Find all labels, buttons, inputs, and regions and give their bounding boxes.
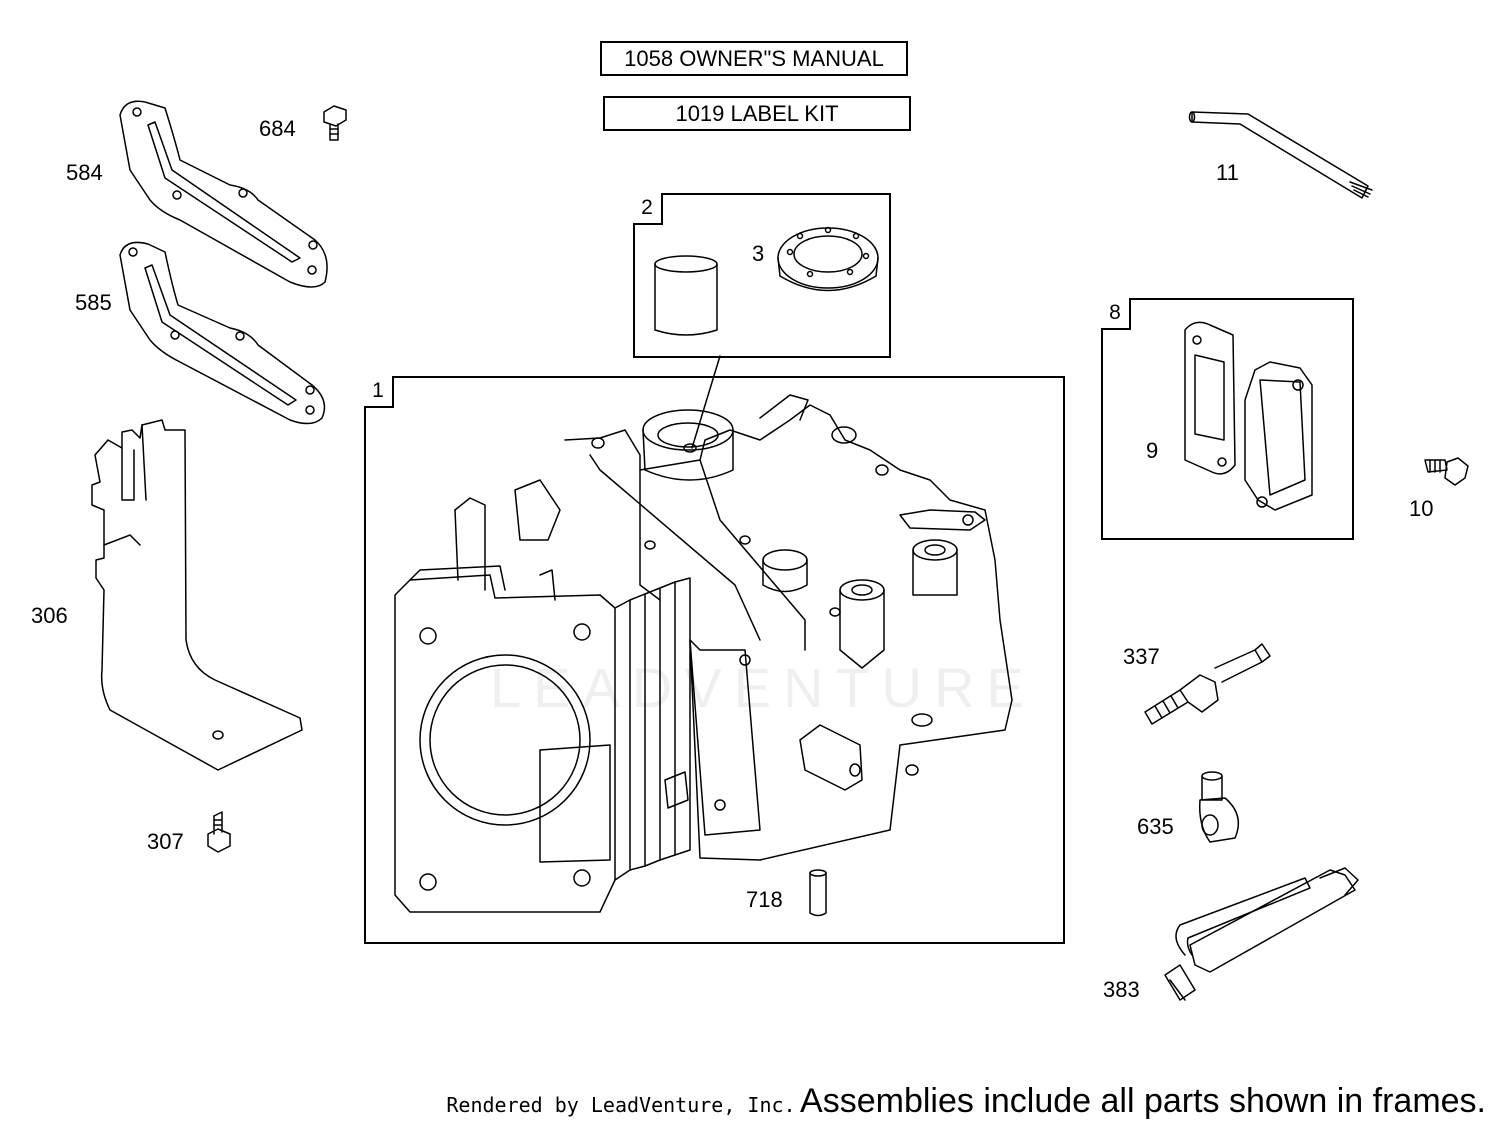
label-kit-label: 1019 LABEL KIT: [603, 96, 911, 131]
spark-plug-337-drawing: [1144, 643, 1271, 725]
frame-number-8: 8: [1101, 298, 1131, 330]
leader-line-frame-2: [691, 355, 721, 449]
frame-number-2: 2: [633, 193, 663, 225]
dipstick-383-drawing: [1164, 867, 1359, 1001]
callout-306[interactable]: 306: [31, 603, 68, 628]
dowel-pin-718-drawing: [809, 869, 827, 917]
footer: Rendered by LeadVenture, Inc. Assemblies…: [446, 1082, 1486, 1121]
callout-684[interactable]: 684: [259, 116, 296, 141]
gasket-584-drawing: [119, 100, 328, 288]
screw-10-drawing: [1424, 457, 1469, 486]
dipstick-tube-11-drawing: [1188, 111, 1373, 199]
fitting-635-drawing: [1198, 771, 1240, 843]
footer-assembly-note: Assemblies include all parts shown in fr…: [800, 1082, 1486, 1120]
callout-10[interactable]: 10: [1409, 496, 1434, 521]
callout-9[interactable]: 9: [1146, 438, 1159, 463]
callout-3[interactable]: 3: [752, 241, 765, 266]
shield-306-drawing: [91, 419, 303, 771]
assembly-frame-1: 1: [364, 376, 1065, 944]
callout-337[interactable]: 337: [1123, 644, 1160, 669]
callout-635[interactable]: 635: [1137, 814, 1174, 839]
callout-307[interactable]: 307: [147, 829, 184, 854]
watermark: LEADVENTURE: [490, 656, 1036, 719]
callout-11[interactable]: 11: [1216, 160, 1239, 185]
owners-manual-label: 1058 OWNER"S MANUAL: [600, 41, 908, 76]
cover-drawing: [1244, 361, 1313, 511]
assembly-frame-8: 8: [1101, 298, 1354, 540]
footer-rendered-by: Rendered by LeadVenture, Inc.: [446, 1093, 796, 1117]
callout-718[interactable]: 718: [746, 887, 783, 912]
callout-585[interactable]: 585: [75, 290, 112, 315]
seal-3-drawing: [777, 226, 879, 292]
bushing-drawing: [654, 255, 718, 336]
screw-684-drawing: [323, 105, 347, 141]
screw-307-drawing: [207, 811, 231, 853]
callout-584[interactable]: 584: [66, 160, 103, 185]
assembly-frame-2: 2: [633, 193, 891, 358]
crankcase-block-drawing: [394, 394, 1013, 913]
callout-383[interactable]: 383: [1103, 977, 1140, 1002]
frame-number-1: 1: [364, 376, 394, 408]
gasket-9-drawing: [1184, 321, 1236, 475]
gasket-585-drawing: [119, 241, 326, 425]
